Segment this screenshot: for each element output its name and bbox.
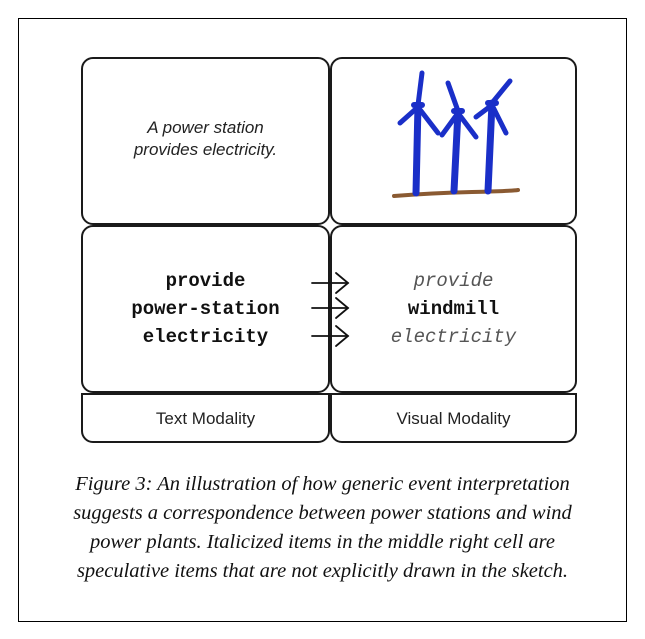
figure-caption: Figure 3: An illustration of how generic…: [40, 470, 605, 586]
sentence-line-1: A power station: [147, 118, 264, 137]
mapping-arrows: [311, 272, 350, 347]
arrow-icon: [311, 272, 350, 294]
sentence-cell: A power station provides electricity.: [81, 57, 330, 225]
turbine-2: [439, 80, 479, 195]
visual-modality-cell: Visual Modality: [330, 393, 577, 443]
visual-item-speculative: electricity: [390, 326, 517, 348]
sketch-cell: [330, 57, 577, 225]
caption-line: Figure 3: An illustration of how generic…: [75, 473, 570, 495]
visual-items-cell: provide windmill electricity: [330, 225, 577, 393]
text-modality-label: Text Modality: [155, 409, 256, 428]
caption-line: suggests a correspondence between power …: [73, 502, 572, 524]
visual-item-list: provide windmill electricity: [332, 267, 575, 351]
input-sentence: A power station provides electricity.: [83, 117, 328, 161]
visual-item-speculative: provide: [413, 270, 494, 292]
text-item: power-station: [131, 298, 280, 320]
arrow-icon: [311, 297, 350, 319]
visual-item-drawn: windmill: [407, 298, 500, 320]
caption-line: speculative items that are not explicitl…: [76, 560, 569, 582]
text-items-cell: provide power-station electricity: [81, 225, 330, 393]
arrow-icon: [311, 325, 350, 347]
turbine-3: [473, 78, 513, 195]
turbine-1: [397, 70, 441, 197]
text-item: provide: [165, 270, 246, 292]
windmill-sketch: [392, 70, 520, 198]
text-item-list: provide power-station electricity: [83, 267, 328, 351]
text-modality-cell: Text Modality: [81, 393, 330, 443]
visual-modality-label: Visual Modality: [396, 409, 511, 428]
caption-line: power plants. Italicized items in the mi…: [90, 531, 555, 553]
text-item: electricity: [142, 326, 269, 348]
sentence-line-2: provides electricity.: [133, 140, 278, 159]
